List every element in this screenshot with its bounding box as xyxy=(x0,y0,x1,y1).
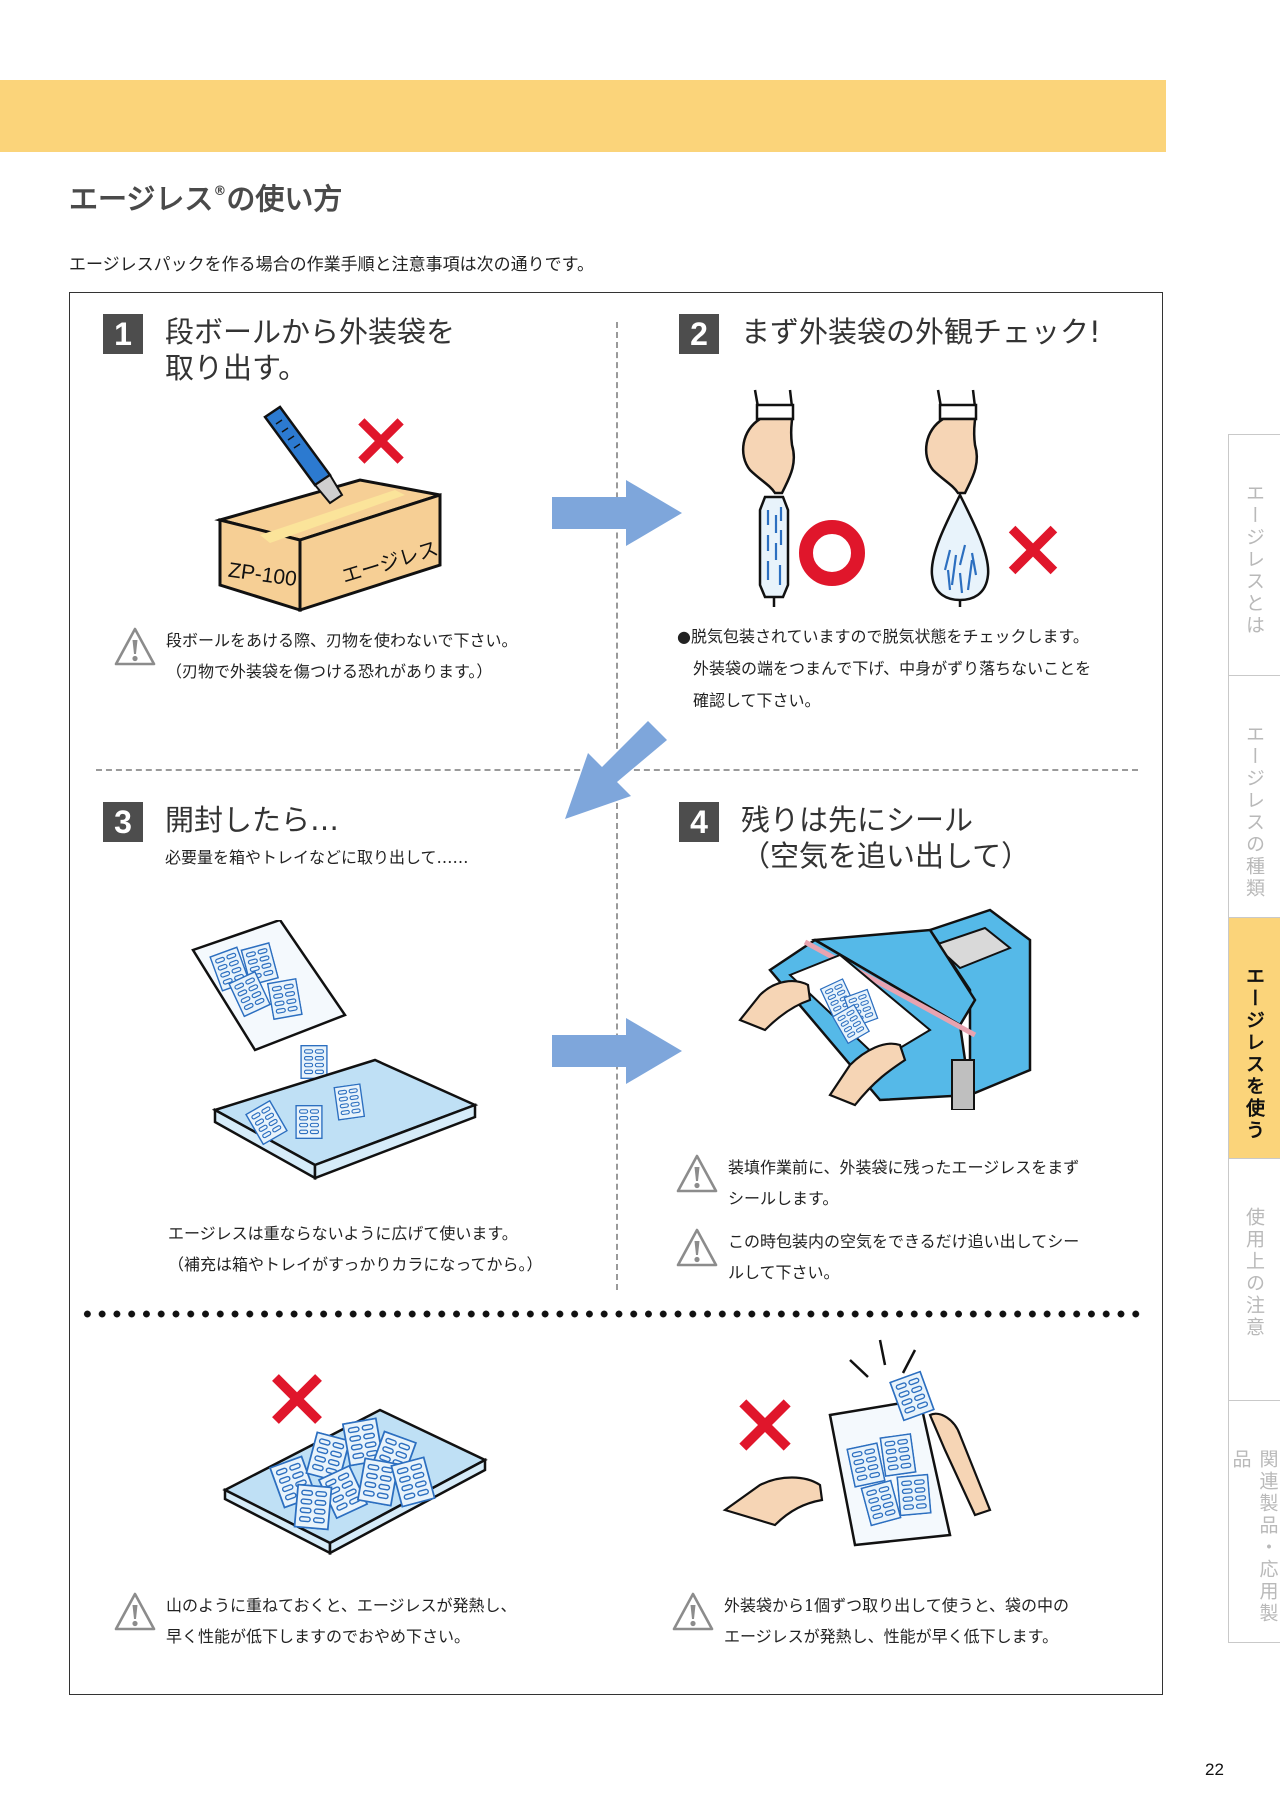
machine-screen xyxy=(933,926,1012,970)
cross-mark-icon xyxy=(358,418,404,464)
hand-icon xyxy=(828,1042,907,1107)
step-4-heading: 4 残りは先にシール （空気を追い出して） xyxy=(679,802,1030,874)
step-1-caution: 段ボールをあける際、刃物を使わないで下さい。 （刃物で外装袋を傷つける恐れがあり… xyxy=(114,625,518,687)
step-3-number: 3 xyxy=(103,802,143,842)
step-2-title: まず外装袋の外観チェック! xyxy=(741,315,1101,349)
piled-packets-illustration xyxy=(222,1374,488,1555)
page-title: エージレス®の使い方 xyxy=(69,182,343,216)
hand-icon xyxy=(928,1412,992,1517)
hand-icon xyxy=(742,389,796,495)
step-2-number: 2 xyxy=(679,314,719,354)
dotted-separator xyxy=(80,1308,1144,1320)
vertical-divider xyxy=(616,322,618,1290)
page-number: 22 xyxy=(1205,1760,1224,1779)
side-tab-nav: エージレスとは エージレスの種類 エージレスを使う 使用上の注意 関連製品・応用… xyxy=(1228,433,1280,1643)
intro-text: エージレスパックを作る場合の作業手順と注意事項は次の通りです。 xyxy=(69,255,594,275)
tray-spread-illustration xyxy=(191,920,479,1181)
warning-icon xyxy=(676,1228,718,1268)
procedure-frame xyxy=(69,292,1163,1695)
box-tape xyxy=(260,490,405,543)
cross-mark-icon xyxy=(272,1374,322,1424)
step-3-subtitle: 必要量を箱やトレイなどに取り出して…… xyxy=(165,848,469,867)
arrow-down-left-icon xyxy=(565,721,667,819)
cross-mark-icon xyxy=(739,1399,791,1451)
step-3-note: エージレスは重ならないように広げて使います。 （補充は箱やトレイがすっかりカラに… xyxy=(168,1224,543,1274)
side-tab-about[interactable]: エージレスとは xyxy=(1228,433,1280,677)
box-side xyxy=(298,492,442,613)
cross-mark-icon xyxy=(1008,525,1058,575)
circle-ok-icon xyxy=(799,520,865,586)
header-band xyxy=(0,80,1166,152)
arrow-right-icon xyxy=(552,1018,682,1084)
caution-single-removal: 外装袋から1個ずつ取り出して使うと、袋の中の エージレスが発熱し、性能が早く低下… xyxy=(672,1590,1069,1652)
cardboard-box-illustration: ZP-100 エージレス xyxy=(214,405,442,613)
side-tab-types[interactable]: エージレスの種類 xyxy=(1228,675,1280,918)
caution-piling: 山のように重ねておくと、エージレスが発熱し、 早く性能が低下しますのでおやめ下さ… xyxy=(114,1590,517,1652)
step-4-number: 4 xyxy=(679,802,719,842)
hand-icon xyxy=(925,389,979,495)
step-4-title: 残りは先にシール （空気を追い出して） xyxy=(741,803,1031,873)
step-3-heading: 3 開封したら… 必要量を箱やトレイなどに取り出して…… xyxy=(103,802,469,868)
falling-packet xyxy=(300,1045,328,1079)
warning-icon xyxy=(672,1592,714,1632)
step-4-caution-1: 装填作業前に、外装袋に残ったエージレスをまず シールします。 xyxy=(676,1152,1079,1214)
machine-stand xyxy=(951,1059,975,1110)
hand-icon xyxy=(738,980,812,1032)
warning-icon xyxy=(114,627,156,667)
bag-check-illustration xyxy=(742,389,1058,607)
step-1-heading: 1 段ボールから外装袋を 取り出す。 xyxy=(103,314,455,386)
sealer-machine-illustration xyxy=(738,908,1032,1110)
step-2-note: ●脱気包装されていますので脱気状態をチェックします。 外装袋の端をつまんで下げ、… xyxy=(677,627,1092,710)
step-1-number: 1 xyxy=(103,314,143,354)
step-4-caution-2: この時包装内の空気をできるだけ追い出してシー ルして下さい。 xyxy=(676,1226,1079,1288)
side-tab-precautions[interactable]: 使用上の注意 xyxy=(1228,1158,1280,1401)
cutter-icon xyxy=(263,405,344,505)
loose-bag xyxy=(930,492,990,602)
step-1-title: 段ボールから外装袋を 取り出す。 xyxy=(165,315,456,385)
side-tab-usage[interactable]: エージレスを使う xyxy=(1228,916,1280,1160)
single-removal-illustration xyxy=(722,1339,992,1547)
degassed-bag xyxy=(758,495,790,599)
warning-icon xyxy=(676,1154,718,1194)
step-2-heading: 2 まず外装袋の外観チェック! xyxy=(679,314,1101,354)
step-3-title: 開封したら… xyxy=(165,803,340,837)
hand-icon xyxy=(722,1476,824,1527)
warning-icon xyxy=(114,1592,156,1632)
side-tab-related-products[interactable]: 関連製品・応用製品 xyxy=(1228,1399,1280,1643)
arrow-right-icon xyxy=(552,480,682,546)
